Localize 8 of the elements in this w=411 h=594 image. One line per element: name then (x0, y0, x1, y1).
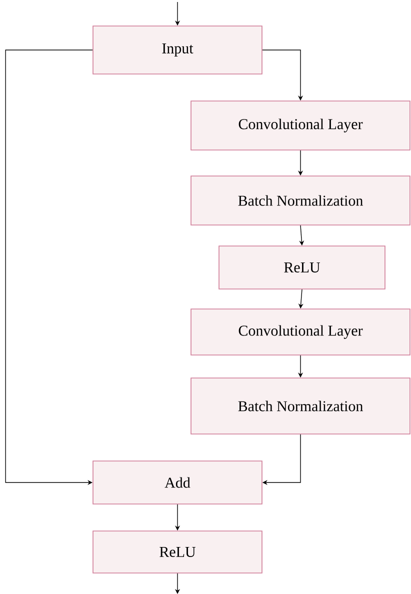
layer-box: Batch Normalization (190, 176, 410, 226)
layer-box: ReLU (218, 246, 386, 290)
layer-box: Convolutional Layer (190, 100, 410, 150)
layer-box: Input (92, 26, 262, 74)
layer-box: Convolutional Layer (190, 308, 410, 356)
layer-box: Batch Normalization (190, 378, 410, 434)
layer-box: ReLU (92, 530, 262, 574)
layer-box: Add (92, 460, 262, 504)
